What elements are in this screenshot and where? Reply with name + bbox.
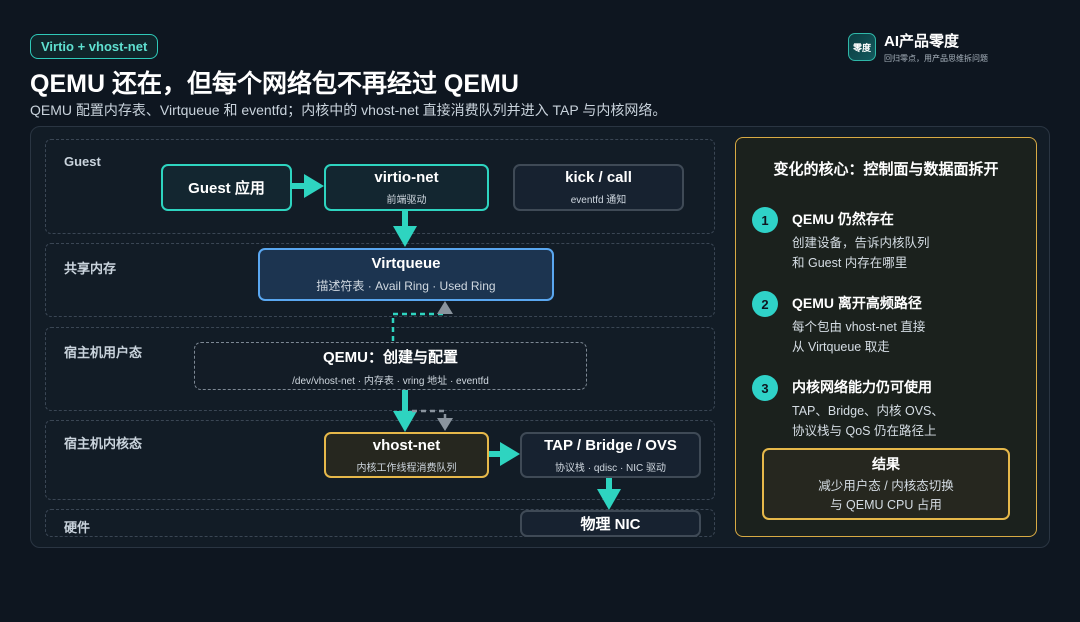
brand-name: AI产品零度 [884,33,960,50]
arrowhead-down-return [437,418,453,431]
result-desc-line: 减少用户态 / 内核态切换 [818,478,954,493]
point-desc-line: 和 Guest 内存在哪里 [792,256,908,270]
step-number-badge: 2 [752,291,778,317]
point-desc-line: 每个包由 vhost-net 直接 [792,320,926,334]
page-title: QEMU 还在，但每个网络包不再经过 QEMU [30,70,519,98]
arrow-virtio-to-virtqueue [402,211,408,227]
brand-logo-icon: 零度 [848,33,876,61]
dashed-link-vhost-return [412,409,447,418]
arrowhead-tap-to-nic [597,489,621,510]
tap-bridge-ovs-box: TAP / Bridge / OVS 协议栈 · qdisc · NIC 驱动 [520,432,701,478]
point-1: 1 QEMU 仍然存在 创建设备，告诉内核队列 和 Guest 内存在哪里 [752,207,1022,277]
lane-label: 宿主机内核态 [64,436,143,451]
virtqueue-box: Virtqueue 描述符表 · Avail Ring · Used Ring [258,248,554,301]
point-desc-line: TAP、Bridge、内核 OVS、 [792,404,944,418]
box-subtitle: 内核工作线程消费队列 [356,462,457,474]
kick-call-box: kick / call eventfd 通知 [513,164,684,211]
point-desc-line: 协议栈与 QoS 仍在路径上 [792,424,937,438]
step-number-badge: 3 [752,375,778,401]
box-title: virtio-net [374,169,439,186]
box-subtitle: 描述符表 · Avail Ring · Used Ring [316,279,496,293]
lane-label: 宿主机用户态 [64,345,143,360]
arrow-app-to-virtio [292,183,306,189]
page-subtitle: QEMU 配置内存表、Virtqueue 和 eventfd；内核中的 vhos… [30,102,667,118]
brand-slogan: 回归零点，用产品思维拆问题 [884,54,988,63]
virtio-net-box: virtio-net 前端驱动 [324,164,489,211]
lane-label: 硬件 [64,520,91,535]
arrowhead-up-virtqueue [437,301,453,314]
point-title: 内核网络能力仍可使用 [792,379,932,395]
arrowhead-qemu-to-vhost [393,411,417,432]
arrow-vhost-to-tap [489,451,503,457]
arrowhead-virtio-to-virtqueue [393,226,417,247]
box-title: Virtqueue [371,255,441,272]
arrowhead-vhost-to-tap [500,442,520,466]
box-title: Guest 应用 [188,180,265,197]
point-3: 3 内核网络能力仍可使用 TAP、Bridge、内核 OVS、 协议栈与 QoS… [752,375,1022,445]
qemu-box: QEMU：创建与配置 /dev/vhost-net · 内存表 · vring … [194,342,587,390]
point-title: QEMU 仍然存在 [792,211,894,227]
box-title: vhost-net [372,436,441,454]
core-change-panel: 变化的核心：控制面与数据面拆开 1 QEMU 仍然存在 创建设备，告诉内核队列 … [735,137,1037,537]
result-title: 结果 [872,455,900,472]
point-desc-line: 创建设备，告诉内核队列 [792,236,930,250]
box-title: QEMU：创建与配置 [322,348,458,366]
result-desc-line: 与 QEMU CPU 占用 [830,497,942,512]
point-2: 2 QEMU 离开高频路径 每个包由 vhost-net 直接 从 Virtqu… [752,291,1022,361]
arrow-tap-to-nic [606,478,612,492]
dashed-link-virtqueue-qemu [391,312,445,341]
box-title: kick / call [565,169,632,186]
step-number-badge: 1 [752,207,778,233]
lane-shared-memory: 共享内存 [45,243,715,317]
physical-nic-box: 物理 NIC [520,510,701,537]
guest-app-box: Guest 应用 [161,164,292,211]
lane-guest: Guest [45,139,715,234]
point-desc: 每个包由 vhost-net 直接 从 Virtqueue 取走 [792,317,925,357]
box-subtitle: /dev/vhost-net · 内存表 · vring 地址 · eventf… [292,375,489,387]
lane-label: 共享内存 [64,261,117,276]
box-subtitle: eventfd 通知 [570,195,627,206]
lane-host-kernel: 宿主机内核态 [45,420,715,500]
box-title: TAP / Bridge / OVS [544,436,677,454]
box-title: 物理 NIC [580,516,641,533]
lane-label: Guest [64,154,101,169]
point-desc-line: 从 Virtqueue 取走 [792,340,890,354]
topic-tag: Virtio + vhost-net [30,34,159,59]
lane-hardware: 硬件 [45,509,715,537]
box-subtitle: 协议栈 · qdisc · NIC 驱动 [554,462,667,474]
result-desc: 减少用户态 / 内核态切换 与 QEMU CPU 占用 [818,477,953,515]
point-desc: 创建设备，告诉内核队列 和 Guest 内存在哪里 [792,233,930,273]
arrowhead-app-to-virtio [304,174,324,198]
box-subtitle: 前端驱动 [386,195,427,206]
point-title: QEMU 离开高频路径 [792,295,922,311]
lane-host-user: 宿主机用户态 [45,327,715,411]
brand: 零度 AI产品零度 回归零点，用产品思维拆问题 [848,30,988,64]
side-panel-title: 变化的核心：控制面与数据面拆开 [773,161,999,178]
arrow-qemu-to-vhost [402,390,408,412]
result-box: 结果 减少用户态 / 内核态切换 与 QEMU CPU 占用 [762,448,1010,520]
point-desc: TAP、Bridge、内核 OVS、 协议栈与 QoS 仍在路径上 [792,401,944,441]
vhost-net-box: vhost-net 内核工作线程消费队列 [324,432,489,478]
